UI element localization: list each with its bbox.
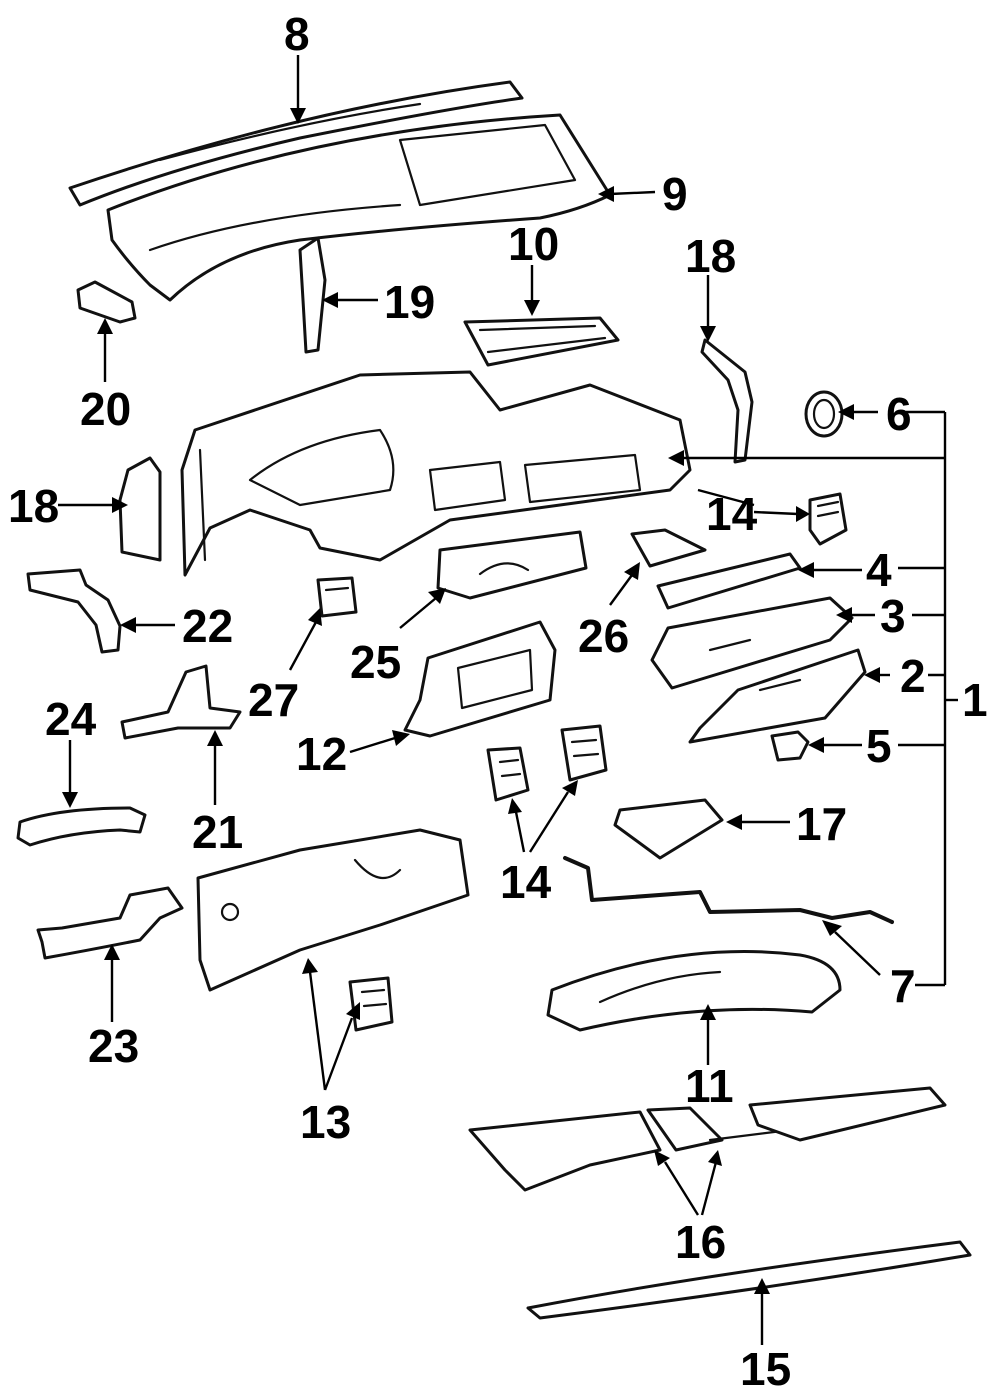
callout-9: 9 <box>662 168 688 220</box>
callout-3: 3 <box>880 590 906 642</box>
callout-8: 8 <box>284 8 310 60</box>
part-4-trim-panel <box>656 552 802 610</box>
part-17-ashtray <box>613 798 724 860</box>
callout-27: 27 <box>248 674 299 726</box>
callout-5: 5 <box>866 720 892 772</box>
part-25-cluster-bezel <box>436 530 588 600</box>
callout-25: 25 <box>350 636 401 688</box>
part-18-brace-right <box>700 338 754 464</box>
callout-23: 23 <box>88 1020 139 1072</box>
part-14-vent-center-right <box>560 724 608 782</box>
callout-21: 21 <box>192 806 243 858</box>
part-18-brace-left <box>118 456 162 562</box>
part-22-bracket <box>26 568 122 654</box>
callout-16: 16 <box>675 1216 726 1268</box>
part-20-bracket <box>76 280 137 324</box>
callout-19: 19 <box>384 276 435 328</box>
part-16-reinforcement-right <box>748 1086 947 1142</box>
callout-12: 12 <box>296 728 347 780</box>
part-3-glove-box <box>650 596 854 690</box>
part-16-reinforcement-left <box>468 1110 662 1192</box>
part-26-trim <box>630 528 707 568</box>
callout-22: 22 <box>182 600 233 652</box>
part-13-lower-panel <box>196 828 470 992</box>
callout-4: 4 <box>866 544 892 596</box>
callout-2: 2 <box>900 650 926 702</box>
part-12-center-bezel <box>403 620 557 738</box>
part-14-vent-right <box>808 492 848 546</box>
callout-11: 11 <box>685 1060 734 1112</box>
part-6-knob <box>804 390 844 438</box>
part-10-vent-grille <box>463 316 620 367</box>
part-13-switch <box>348 976 394 1032</box>
part-19-bracket <box>298 236 327 354</box>
part-14-vent-center-left <box>486 746 530 802</box>
part-2-glove-door <box>688 648 867 744</box>
callout-labels: 1 2 3 4 5 6 7 8 9 10 11 12 13 14 14 15 1… <box>8 8 988 1395</box>
part-7-harness <box>563 856 894 924</box>
callout-13: 13 <box>300 1096 351 1148</box>
callout-14-center: 14 <box>500 856 552 908</box>
callout-10: 10 <box>508 218 559 270</box>
part-9-panel-pad <box>106 113 612 302</box>
instrument-panel-frame <box>180 370 692 577</box>
callout-17: 17 <box>796 798 847 850</box>
part-24-brace <box>16 806 147 847</box>
part-21-bracket <box>120 664 242 740</box>
callout-6: 6 <box>886 388 912 440</box>
part-8-defroster-grille <box>68 80 524 207</box>
callout-24: 24 <box>45 693 97 745</box>
part-5-knob <box>770 730 810 762</box>
callout-20: 20 <box>80 383 131 435</box>
callout-18-right: 18 <box>685 230 736 282</box>
callout-14-right: 14 <box>706 488 758 540</box>
callout-15: 15 <box>740 1343 791 1395</box>
callout-7: 7 <box>890 960 916 1012</box>
leader-lines <box>58 55 958 1345</box>
callout-26: 26 <box>578 610 629 662</box>
part-27-switch <box>316 576 358 618</box>
part-23-steering-support <box>36 886 184 960</box>
part-15-trim-strip <box>526 1240 972 1320</box>
callout-1: 1 <box>962 674 988 726</box>
part-11-cluster-housing <box>546 950 842 1032</box>
callout-18-left: 18 <box>8 480 59 532</box>
